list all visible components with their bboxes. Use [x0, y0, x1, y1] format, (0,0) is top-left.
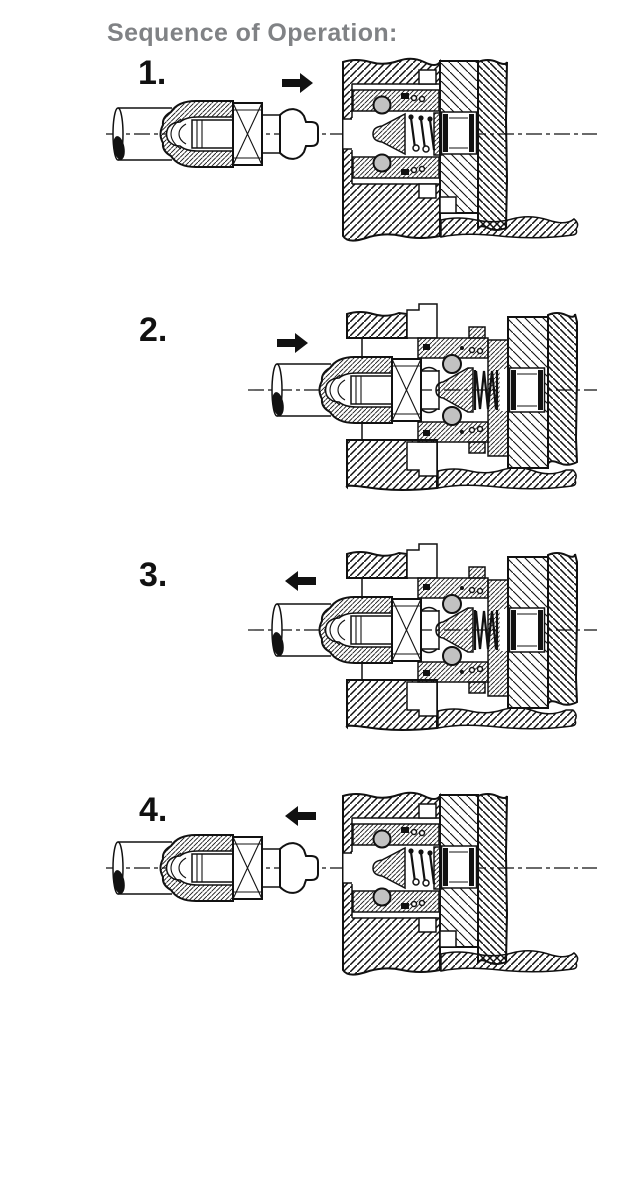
page-title: Sequence of Operation:: [107, 18, 398, 47]
female-coupler-drawing: [341, 791, 579, 976]
step-2-diagram: [248, 304, 597, 490]
step-3-label: 3.: [139, 556, 168, 594]
step-4-diagram: [106, 791, 597, 976]
female-coupler-drawing: [341, 57, 579, 242]
step-3-diagram: [248, 544, 597, 730]
direction-arrow-icon: [282, 73, 313, 93]
direction-arrow-icon: [285, 806, 316, 826]
coupled-assembly-drawing: [270, 304, 577, 490]
direction-arrow-icon: [285, 571, 316, 591]
step-1-diagram: [106, 57, 597, 242]
step-4-label: 4.: [139, 791, 168, 829]
step-1-label: 1.: [138, 54, 167, 92]
direction-arrow-icon: [277, 333, 308, 353]
step-2-label: 2.: [139, 311, 168, 349]
coupled-assembly-drawing: [270, 544, 577, 730]
